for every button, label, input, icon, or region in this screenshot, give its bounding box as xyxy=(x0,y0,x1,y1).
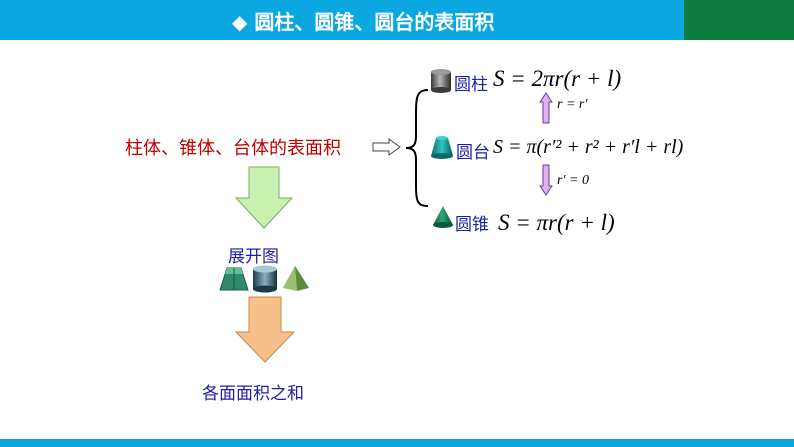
frustum-name: 圆台 xyxy=(456,143,490,163)
up-arrow-icon xyxy=(539,92,553,124)
diamond-bullet-icon: ◆ xyxy=(232,10,248,34)
header-accent xyxy=(684,0,794,40)
cylinder-icon xyxy=(431,69,451,93)
concept-text: 柱体、锥体、台体的表面积 xyxy=(125,138,341,159)
cylinder-name: 圆柱 xyxy=(454,75,488,95)
frustum-solid-icon xyxy=(219,267,249,291)
frustum-formula: S = π(r′² + r² + r′l + rl) xyxy=(493,136,684,158)
green-down-arrow-icon xyxy=(234,166,294,229)
down-arrow-icon xyxy=(539,164,553,196)
header-bar xyxy=(0,0,794,40)
cylinder-solid-icon xyxy=(253,265,277,293)
footer-bar xyxy=(0,439,794,447)
cone-name: 圆锥 xyxy=(455,215,489,235)
page-title: ◆ 圆柱、圆锥、圆台的表面积 xyxy=(232,6,494,35)
unfold-label: 展开图 xyxy=(228,247,279,267)
sum-label: 各面面积之和 xyxy=(202,384,304,404)
condition-up: r = r′ xyxy=(557,97,588,112)
right-arrow-icon xyxy=(372,138,401,156)
orange-down-arrow-icon xyxy=(234,296,296,363)
frustum-icon xyxy=(431,136,453,159)
condition-down: r′ = 0 xyxy=(557,173,589,188)
title-text: 圆柱、圆锥、圆台的表面积 xyxy=(254,10,495,34)
cylinder-formula: S = 2πr(r + l) xyxy=(493,66,622,91)
brace-icon xyxy=(405,89,429,207)
cone-formula: S = πr(r + l) xyxy=(498,210,615,235)
pyramid-solid-icon xyxy=(283,266,309,291)
cone-icon xyxy=(433,206,453,228)
